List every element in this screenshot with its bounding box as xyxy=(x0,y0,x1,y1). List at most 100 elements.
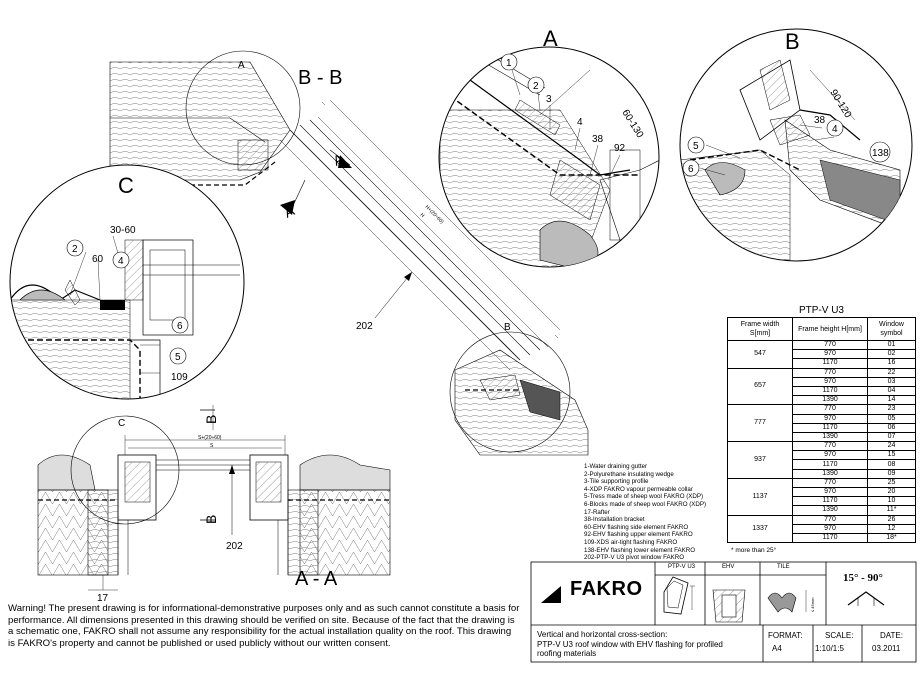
callout-a-38: 38 xyxy=(592,134,604,145)
window-size-table: Frame width S[mm] Frame height H[mm] Win… xyxy=(727,317,916,544)
marker-b-label: B xyxy=(504,322,511,333)
legend-item: 5-Tress made of sheep wool FAKRO (XDP) xyxy=(584,493,704,501)
cell-frame-height: 1170 xyxy=(792,532,868,544)
cell-window-symbol: 16 xyxy=(867,358,916,369)
cell-window-symbol: 20 xyxy=(867,486,916,498)
cell-frame-height: 770 xyxy=(792,514,868,525)
legend-item: 138-EHV flashing lower element FAKRO xyxy=(584,546,696,554)
legend-item: 4-XDP FAKRO vapour permeable collar xyxy=(584,485,693,493)
cell-window-symbol: 15 xyxy=(867,450,916,461)
dim-s: S xyxy=(210,443,214,449)
cell-frame-height: 1170 xyxy=(792,422,868,433)
roof-pitch-icon xyxy=(847,591,885,606)
product-label: PTP-V U3 xyxy=(668,564,696,570)
dim-h-overall: H+(20÷60) xyxy=(424,204,445,225)
table-title: PTP-V U3 xyxy=(727,304,916,318)
cell-window-symbol: 01 xyxy=(867,339,916,351)
flashing-label: EHV xyxy=(722,564,735,570)
cell-frame-width: 937 xyxy=(727,441,793,479)
description-line-2: PTP-V U3 roof window with EHV flashing f… xyxy=(537,639,723,649)
cell-window-symbol: 07 xyxy=(867,431,916,443)
legend-item: 60-EHV flashing side element FAKRO xyxy=(584,523,689,531)
cell-frame-height: 1390 xyxy=(792,431,868,443)
callout-c-60: 60 xyxy=(92,254,104,265)
cell-frame-height: 770 xyxy=(792,441,868,452)
callout-a-4: 4 xyxy=(577,117,583,128)
cell-frame-height: 770 xyxy=(792,404,868,415)
cell-window-symbol: 18* xyxy=(867,532,916,544)
cell-window-symbol: 23 xyxy=(867,404,916,415)
detail-marker-a-circle xyxy=(185,50,301,166)
format-label: FORMAT: xyxy=(768,631,803,640)
callout-a-2: 2 xyxy=(533,81,539,92)
callout-a-92: 92 xyxy=(614,143,626,154)
date-label: DATE: xyxy=(880,631,903,640)
cell-frame-height: 1390 xyxy=(792,505,868,516)
cell-window-symbol: 02 xyxy=(867,349,916,360)
cell-frame-height: 770 xyxy=(792,367,868,378)
cell-window-symbol: 25 xyxy=(867,477,916,489)
cell-window-symbol: 03 xyxy=(867,376,916,387)
cell-window-symbol: 06 xyxy=(867,422,916,433)
callout-a-3: 3 xyxy=(546,94,552,105)
cell-frame-height: 1170 xyxy=(792,459,868,470)
cell-frame-height: 970 xyxy=(792,450,868,461)
date-value: 03.2011 xyxy=(872,644,901,653)
callout-17: 17 xyxy=(97,593,109,604)
legend-item: 38-Installation bracket xyxy=(584,516,645,524)
cell-frame-height: 1170 xyxy=(792,385,868,397)
callout-b-6: 6 xyxy=(688,164,694,175)
warning-text: Warning! The present drawing is for info… xyxy=(8,603,520,649)
callout-b-4: 4 xyxy=(832,124,838,135)
cell-frame-width: 1137 xyxy=(727,477,793,516)
fakro-logo-mark xyxy=(540,581,561,603)
detail-marker-b-circle xyxy=(449,331,571,453)
cell-window-symbol: 04 xyxy=(867,385,916,397)
callout-c-2: 2 xyxy=(72,244,78,255)
cell-frame-height: 770 xyxy=(792,339,868,351)
col-frame-width: Frame width S[mm] xyxy=(727,317,793,341)
cell-frame-width: 777 xyxy=(727,404,793,443)
section-aa-drawing xyxy=(37,405,391,591)
cell-window-symbol: 12 xyxy=(867,523,916,534)
table-note: * more than 25° xyxy=(731,547,777,554)
flashing-icon xyxy=(712,589,746,623)
drawing-description: Vertical and horizontal cross-section: P… xyxy=(537,630,723,659)
detail-b-drawing xyxy=(679,28,913,262)
legend-item: 109-XDS air-tight flashing FAKRO xyxy=(584,538,678,546)
legend-item: 1-Water draining gutter xyxy=(584,463,648,470)
marker-a-label: A xyxy=(238,60,245,71)
roof-pitch-range: 15° - 90° xyxy=(843,572,883,584)
col-window-symbol: Window symbol xyxy=(867,317,916,341)
dim-s-overall: S+(20÷60) xyxy=(198,435,222,441)
detail-title-a: A xyxy=(543,26,558,51)
legend-item: 17-Rafter xyxy=(584,508,610,516)
cell-frame-height: 770 xyxy=(792,477,868,489)
marker-c-label: C xyxy=(118,418,125,429)
cell-window-symbol: 08 xyxy=(867,459,916,470)
tile-dimension: ≤ 45mm xyxy=(810,597,815,612)
title-block-frame xyxy=(530,561,917,663)
cut-b-label-upper: B xyxy=(203,415,219,424)
cell-frame-height: 970 xyxy=(792,349,868,360)
callout-c-5: 5 xyxy=(175,352,181,363)
legend-item: 3-Tile supporting profile xyxy=(584,478,649,486)
detail-marker-c-circle xyxy=(70,415,180,525)
tile-label: TILE xyxy=(777,564,790,570)
view-title-aa: A - A xyxy=(295,568,338,590)
callout-b-38: 38 xyxy=(814,115,826,126)
cell-frame-height: 1170 xyxy=(792,496,868,507)
brand-name: FAKRO xyxy=(570,578,643,600)
cell-frame-height: 1390 xyxy=(792,395,868,406)
